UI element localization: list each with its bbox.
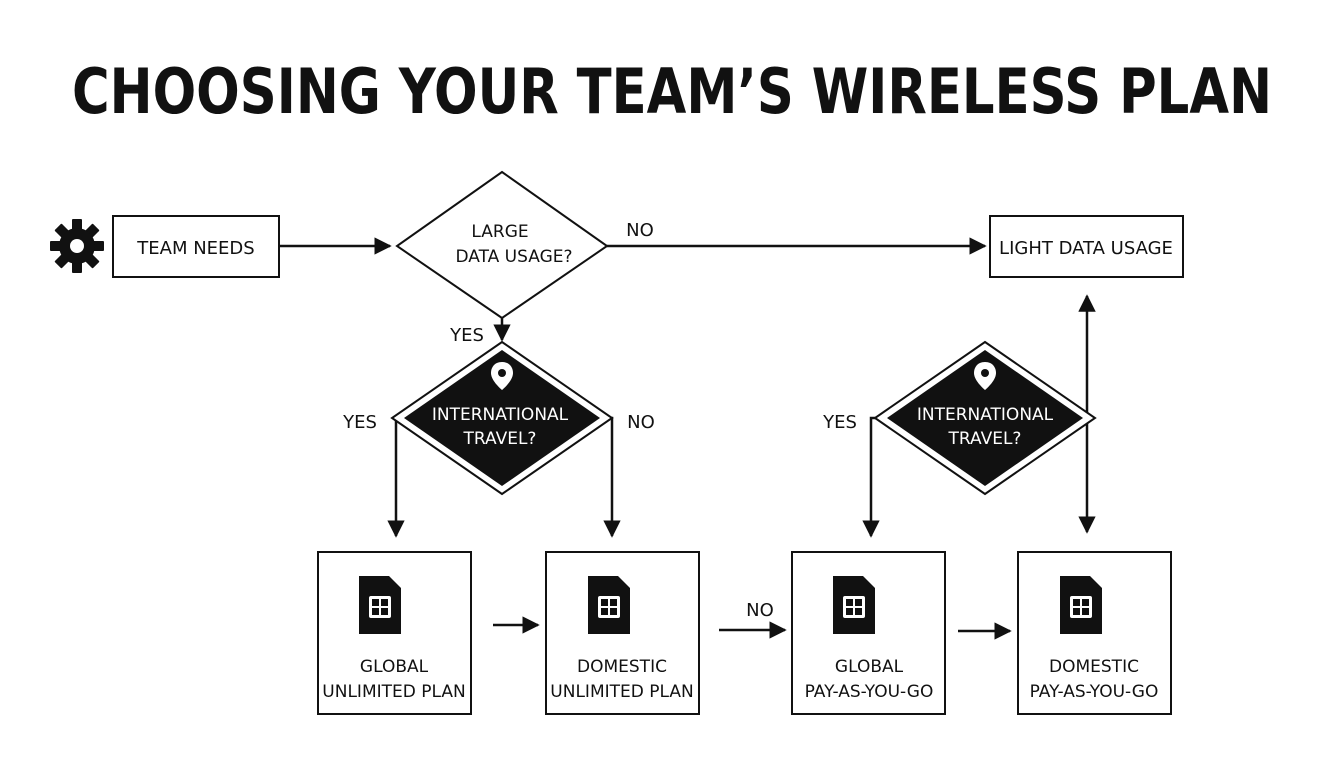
intl-right-line1: INTERNATIONAL (917, 405, 1054, 425)
edge-intl-left-no (603, 416, 621, 538)
international-travel-decision-left: INTERNATIONAL TRAVEL? (390, 340, 614, 496)
global-payg-line2: PAY-AS-YOU-GO (805, 682, 934, 702)
intl-left-line2: TRAVEL? (463, 429, 537, 449)
edge-label-intl-left-yes: YES (342, 412, 377, 433)
global-payg-line1: GLOBAL (835, 657, 904, 677)
domestic-payg-plan-node: DOMESTIC PAY-AS-YOU-GO (1017, 551, 1172, 715)
team-needs-node: TEAM NEEDS (112, 215, 280, 278)
page-title: CHOOSING YOUR TEAM’S WIRELESS PLAN (72, 55, 1272, 128)
domestic-payg-line2: PAY-AS-YOU-GO (1030, 682, 1159, 702)
edge-intl-right-yes (862, 416, 880, 538)
location-pin-icon (974, 362, 996, 390)
domestic-payg-line1: DOMESTIC (1049, 657, 1139, 677)
global-unlimited-line1: GLOBAL (360, 657, 429, 677)
domestic-unlimited-line2: UNLIMITED PLAN (550, 682, 693, 702)
large-data-usage-decision: LARGE DATA USAGE? (395, 170, 609, 320)
edge-label-intl-left-no: NO (627, 412, 655, 433)
location-pin-icon (491, 362, 513, 390)
edge-intl-left-yes (387, 416, 405, 538)
large-data-line2: DATA USAGE? (455, 247, 572, 267)
edge-label-plans-no: NO (746, 600, 774, 621)
global-payg-plan-node: GLOBAL PAY-AS-YOU-GO (791, 551, 946, 715)
domestic-unlimited-line1: DOMESTIC (577, 657, 667, 677)
sim-card-icon (833, 576, 875, 634)
sim-card-icon (359, 576, 401, 634)
light-data-usage-node: LIGHT DATA USAGE (989, 215, 1184, 278)
team-needs-label: TEAM NEEDS (136, 238, 254, 259)
sim-card-icon (1060, 576, 1102, 634)
international-travel-decision-right: INTERNATIONAL TRAVEL? (873, 340, 1097, 496)
domestic-unlimited-plan-node: DOMESTIC UNLIMITED PLAN (545, 551, 700, 715)
sim-card-icon (588, 576, 630, 634)
edge-label-intl-right-yes: YES (822, 412, 857, 433)
global-unlimited-plan-node: GLOBAL UNLIMITED PLAN (317, 551, 472, 715)
intl-left-line1: INTERNATIONAL (432, 405, 569, 425)
edge-label-large-yes: YES (449, 325, 484, 346)
large-data-line1: LARGE (471, 222, 528, 242)
edge-label-large-no: NO (626, 220, 654, 241)
gear-icon (50, 219, 104, 273)
intl-right-line2: TRAVEL? (948, 429, 1022, 449)
global-unlimited-line2: UNLIMITED PLAN (322, 682, 465, 702)
light-data-label: LIGHT DATA USAGE (999, 238, 1173, 259)
